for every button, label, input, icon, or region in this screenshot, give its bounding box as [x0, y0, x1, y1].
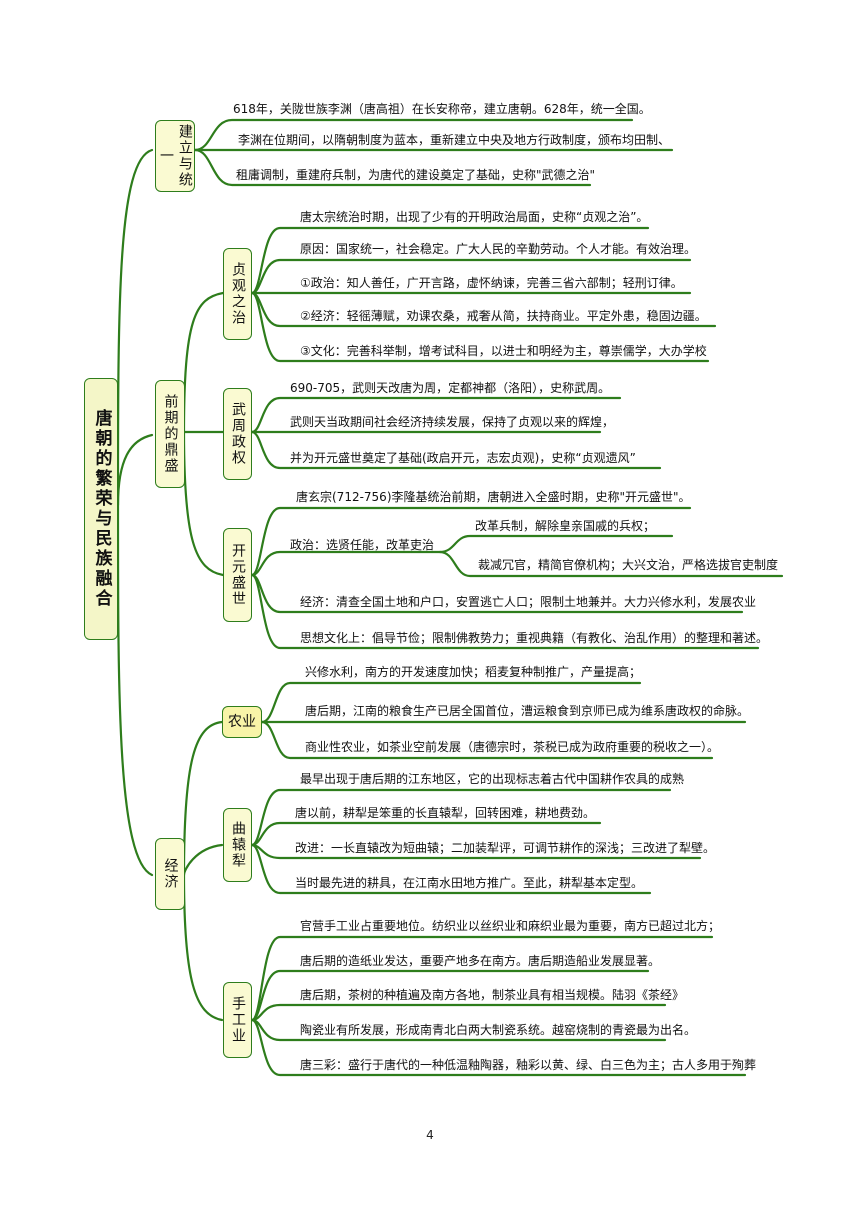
leaf-wuzhou-2: 武则天当政期间社会经济持续发展，保持了贞观以来的辉煌， — [290, 415, 615, 429]
leaf-shougongye-4: 陶瓷业有所发展，形成南青北白两大制瓷系统。越窑烧制的青瓷最为出名。 — [300, 1023, 697, 1037]
node-quyuanli: 曲辕犁 — [223, 808, 252, 882]
node-jianli: 建立与统一 — [155, 120, 195, 192]
leaf-quyuanli-1: 最早出现于唐后期的江东地区，它的出现标志着古代中国耕作农具的成熟 — [300, 772, 685, 786]
leaf-zhenguan-2: 原因：国家统一，社会稳定。广大人民的辛勤劳动。个人才能。有效治理。 — [300, 242, 697, 256]
leaf-quyuanli-4: 当时最先进的耕具，在江南水田地方推广。至此，耕犁基本定型。 — [295, 876, 644, 890]
leaf-shougongye-2: 唐后期的造纸业发达，重要产地多在南方。唐后期造船业发展显著。 — [300, 954, 661, 968]
node-nongye: 农业 — [222, 706, 262, 738]
leaf-quyuanli-2: 唐以前，耕犁是笨重的长直辕犁，回转困难，耕地费劲。 — [295, 806, 596, 820]
leaf-quyuanli-3: 改进：一长直辕改为短曲辕；二加装犁评，可调节耕作的深浅；三改进了犁壁。 — [295, 841, 716, 855]
leaf-kaiyuan-3: 经济：清查全国土地和户口，安置逃亡人口；限制土地兼并。大力兴修水利，发展农业 — [300, 595, 757, 609]
leaf-shougongye-3: 唐后期，茶树的种植遍及南方各地，制茶业具有相当规模。陆羽《茶经》 — [300, 988, 685, 1002]
leaf-nongye-1: 兴修水利，南方的开发速度加快；稻麦复种制推广，产量提高； — [305, 665, 642, 679]
leaf-nongye-3: 商业性农业，如茶业空前发展（唐德宗时，茶税已成为政府重要的税收之一）。 — [305, 740, 720, 754]
leaf-kaiyuan-4: 思想文化上：倡导节俭；限制佛教势力；重视典籍（有教化、治乱作用）的整理和著述。 — [300, 631, 769, 645]
leaf-jianli-3: 租庸调制，重建府兵制，为唐代的建设奠定了基础，史称"武德之治" — [236, 168, 596, 182]
leaf-zhenguan-5: ③文化：完善科举制，增考试科目，以进士和明经为主，尊崇儒学，大办学校 — [300, 344, 707, 358]
root-node: 唐朝的繁荣与民族融合 — [84, 378, 118, 640]
node-qianqi: 前期的鼎盛 — [155, 380, 185, 488]
leaf-zhenguan-4: ②经济：轻徭薄赋，劝课农桑，戒奢从简，扶持商业。平定外患，稳固边疆。 — [300, 309, 707, 323]
page-number: 4 — [426, 1128, 434, 1142]
leaf-kaiyuan-politics-1: 改革兵制，解除皇亲国戚的兵权； — [475, 519, 656, 533]
leaf-nongye-2: 唐后期，江南的粮食生产已居全国首位，漕运粮食到京师已成为维系唐政权的命脉。 — [305, 704, 750, 718]
leaf-wuzhou-1: 690-705，武则天改唐为周，定都神都（洛阳），史称武周。 — [290, 381, 611, 395]
leaf-jianli-2: 李渊在位期间，以隋朝制度为蓝本，重新建立中央及地方行政制度，颁布均田制、 — [238, 133, 671, 147]
leaf-jianli-1: 618年，关陇世族李渊（唐高祖）在长安称帝，建立唐朝。628年，统一全国。 — [233, 102, 651, 116]
node-zhenguan: 贞观之治 — [223, 248, 252, 340]
leaf-wuzhou-3: 并为开元盛世奠定了基础(政启开元，志宏贞观)，史称“贞观遗风” — [290, 451, 636, 465]
leaf-shougongye-1: 官营手工业占重要地位。纺织业以丝织业和麻织业最为重要，南方已超过北方； — [300, 919, 721, 933]
node-kaiyuan: 开元盛世 — [223, 528, 252, 622]
leaf-shougongye-5: 唐三彩：盛行于唐代的一种低温釉陶器，釉彩以黄、绿、白三色为主；古人多用于殉葬 — [300, 1058, 757, 1072]
leaf-zhenguan-3: ①政治：知人善任，广开言路，虚怀纳谏，完善三省六部制；轻刑订律。 — [300, 276, 683, 290]
leaf-kaiyuan-politics-2: 裁减冗官，精简官僚机构；大兴文治，严格选拔官吏制度 — [478, 558, 779, 572]
node-wuzhou: 武周政权 — [223, 388, 252, 480]
leaf-kaiyuan-1: 唐玄宗(712-756)李隆基统治前期，唐朝进入全盛时期，史称"开元盛世"。 — [296, 490, 691, 504]
leaf-zhenguan-1: 唐太宗统治时期，出现了少有的开明政治局面，史称“贞观之治”。 — [300, 210, 649, 224]
leaf-kaiyuan-2: 政治：选贤任能，改革吏治 — [290, 538, 435, 552]
node-jingji: 经济 — [155, 838, 185, 910]
node-shougongye: 手工业 — [223, 982, 252, 1058]
